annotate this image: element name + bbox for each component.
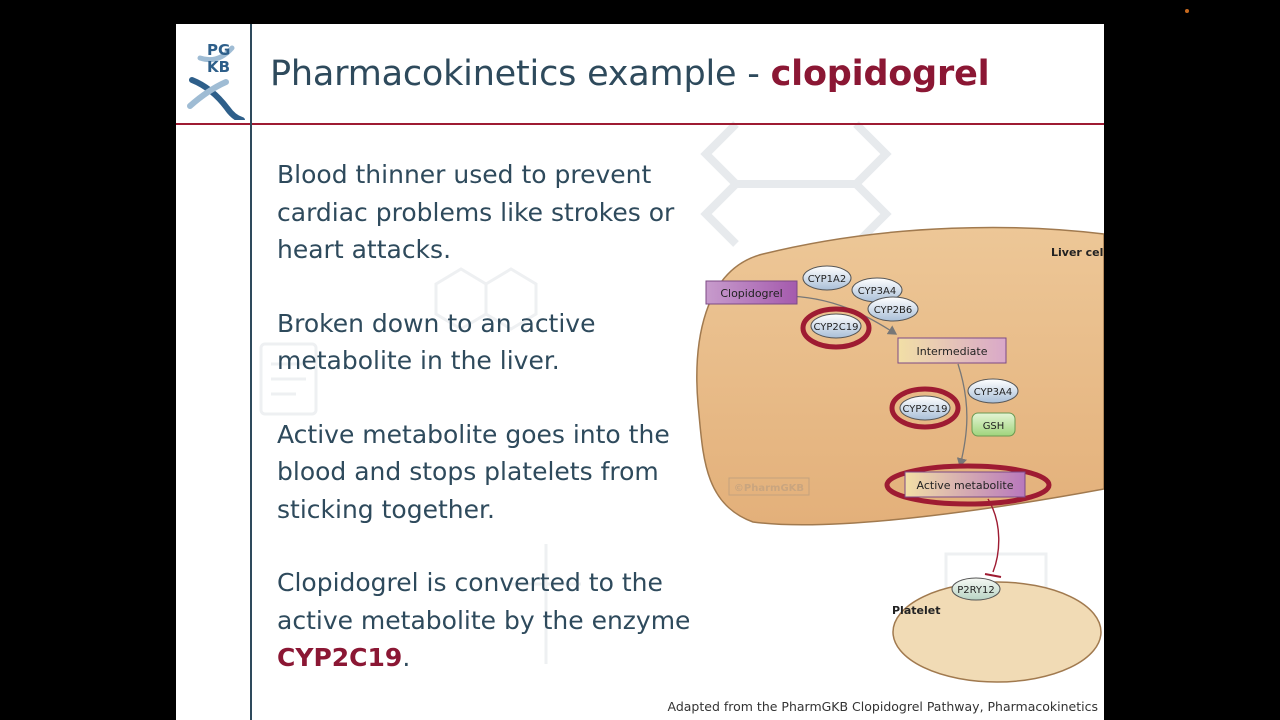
bullet-text: Clopidogrel is converted to the active m… [277,568,691,635]
logo-text-pg: PG [207,41,230,59]
enzyme-cyp3a4-top-label: CYP3A4 [858,286,897,297]
inhibition-line-active-to-p2ry12 [987,498,1000,573]
bullet-list: Blood thinner used to prevent cardiac pr… [277,156,697,713]
cyp2c19-mid-highlight-ring [889,386,961,430]
active-metabolite-box [904,471,1026,498]
slide-header: PG KB Pharmacokinetics example - clopido… [176,24,1104,124]
enzyme-cyp3a4-mid [967,378,1019,404]
enzyme-cyp1a2-label: CYP1A2 [808,274,847,285]
platelet-shape [892,581,1102,683]
slide-title-main: Pharmacokinetics example - [270,54,771,94]
bullet-highlight-enzyme: CYP2C19 [277,643,403,672]
bullet-item: Blood thinner used to prevent cardiac pr… [277,160,675,264]
bullet-item: Active metabolite goes into the blood an… [277,419,670,524]
clopidogrel-label: Clopidogrel [720,287,782,300]
bullet-item: Clopidogrel is converted to the active m… [277,564,697,677]
slide: PG KB Pharmacokinetics example - clopido… [176,24,1104,720]
enzyme-cyp2c19-mid [899,395,951,421]
slide-title-highlight: clopidogrel [770,54,990,94]
active-metabolite-highlight-ring [884,463,1052,507]
clopidogrel-box [705,280,798,305]
copyright-stamp-box [728,477,810,496]
source-credit: Adapted from the PharmGKB Clopidogrel Pa… [667,699,1099,714]
enzyme-cyp2b6 [867,296,919,322]
pgkb-dna-logo-icon: PG KB [187,41,245,120]
cyp2c19-top-highlight-ring [800,306,872,350]
slide-title: Pharmacokinetics example - clopidogrel [270,54,990,94]
liver-cell-label: Liver cell [1051,246,1104,259]
bullet-item: Broken down to an active metabolite in t… [277,308,596,376]
left-divider [250,24,252,720]
enzyme-cyp2c19-mid-label: CYP2C19 [902,404,947,415]
gsh-label: GSH [983,421,1005,432]
arrow-intermediate-to-active [956,363,968,468]
receptor-p2ry12 [951,577,1001,601]
intermediate-box [897,337,1007,364]
active-metabolite-label: Active metabolite [917,479,1014,492]
inhibition-bar [984,573,1002,578]
bullet-text-end: . [402,643,411,672]
enzyme-cyp3a4-mid-label: CYP3A4 [974,387,1013,398]
enzyme-cyp2c19-top [810,313,862,339]
intermediate-label: Intermediate [917,345,988,358]
window-corner-dot [1185,9,1189,13]
enzyme-cyp2c19-top-label: CYP2C19 [813,322,858,333]
gsh-box [971,412,1016,437]
receptor-p2ry12-label: P2RY12 [957,585,995,596]
enzyme-cyp2b6-label: CYP2B6 [874,305,913,316]
enzyme-cyp1a2 [802,265,852,291]
copyright-stamp-label: ©PharmGKB [734,483,804,494]
liver-cell-shape [696,226,1104,526]
platelet-label: Platelet [892,604,940,617]
clopidogrel-pathway-diagram: Liver cell Platelet Clopidogrel Intermed… [696,226,1104,683]
header-divider [176,123,1104,125]
logo-text-kb: KB [207,58,230,76]
